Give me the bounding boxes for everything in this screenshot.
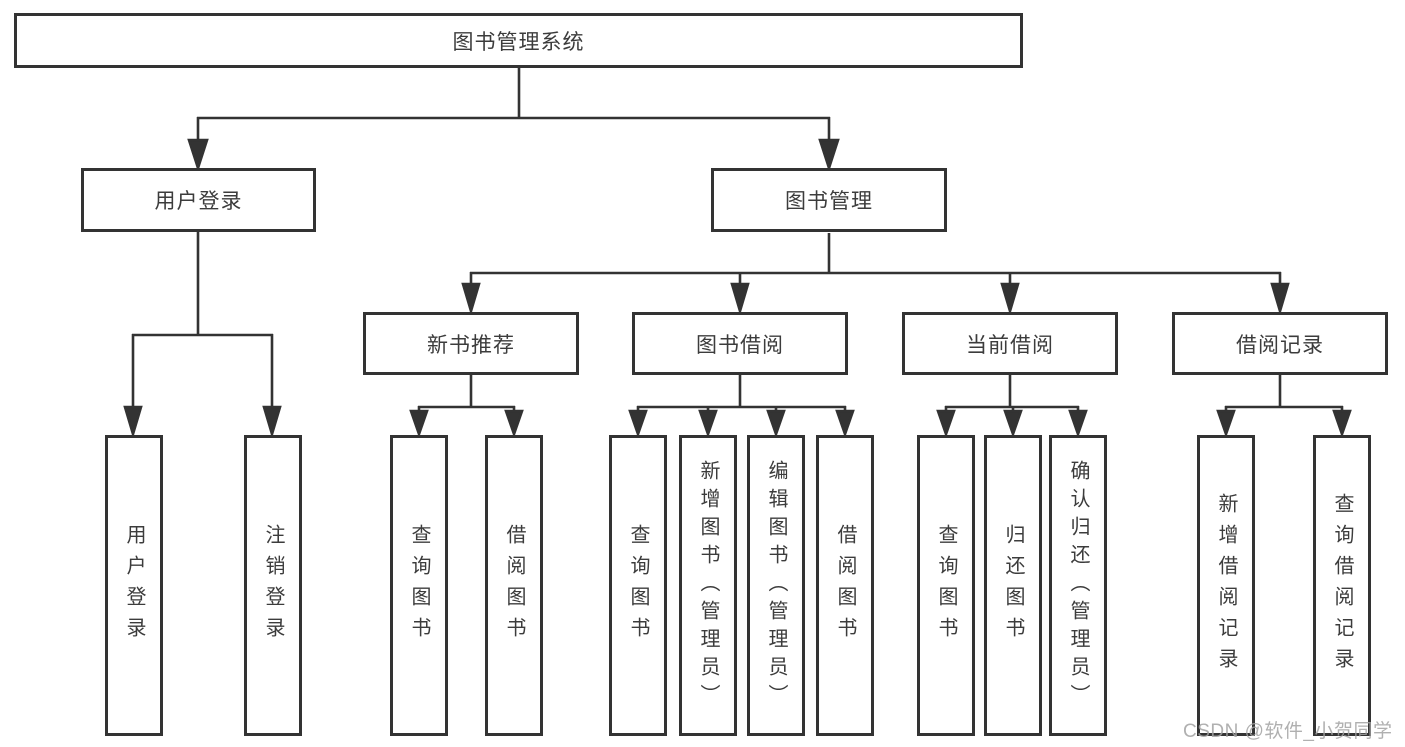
node-label: 注销登录	[262, 523, 284, 648]
node-label: 借阅记录	[1236, 333, 1324, 357]
node-label: 查询借阅记录	[1331, 492, 1353, 679]
node-label: 借阅图书	[503, 523, 525, 648]
leaf-query-books-current: 查询图书	[917, 435, 975, 736]
node-label: 当前借阅	[966, 333, 1054, 357]
arrowhead-down-icon	[818, 138, 840, 173]
leaf-query-books-recommend: 查询图书	[390, 435, 448, 736]
connector-bookmgmt-to-level3	[461, 233, 1290, 316]
leaf-confirm-return-admin: 确认归还（管理员）	[1049, 435, 1107, 736]
node-label: 图书借阅	[696, 333, 784, 357]
node-label: 查询图书	[627, 523, 649, 648]
leaf-user-login: 用户登录	[105, 435, 163, 736]
arrowhead-down-icon	[1068, 409, 1088, 438]
node-label: 用户登录	[154, 190, 243, 213]
arrowhead-down-icon	[262, 405, 282, 439]
leaf-logout: 注销登录	[244, 435, 302, 736]
arrowhead-down-icon	[628, 409, 648, 438]
arrowhead-down-icon	[187, 138, 209, 173]
node-label: 查询图书	[935, 523, 957, 648]
csdn-watermark: CSDN @软件_小贺同学	[1183, 721, 1393, 742]
leaf-return-books: 归还图书	[984, 435, 1042, 736]
leaf-borrow-books-recommend: 借阅图书	[485, 435, 543, 736]
leaf-borrow-books: 借阅图书	[816, 435, 874, 736]
node-label: 图书管理	[785, 190, 873, 213]
leaf-edit-books-admin: 编辑图书（管理员）	[747, 435, 805, 736]
arrowhead-down-icon	[730, 282, 750, 316]
node-user-login: 用户登录	[81, 168, 316, 232]
node-label: 图书管理系统	[452, 30, 585, 54]
arrowhead-down-icon	[1332, 409, 1352, 438]
node-book-borrowing: 图书借阅	[632, 312, 848, 375]
arrowhead-down-icon	[936, 409, 956, 438]
node-label: 确认归还（管理员）	[1067, 459, 1089, 712]
connector-records-to-leaves	[1216, 373, 1352, 438]
arrowhead-down-icon	[1003, 409, 1023, 438]
arrowhead-down-icon	[766, 409, 786, 438]
node-current-borrowing: 当前借阅	[902, 312, 1118, 375]
arrowhead-down-icon	[461, 282, 481, 316]
node-library-system: 图书管理系统	[14, 13, 1023, 68]
node-label: 新书推荐	[427, 333, 515, 357]
node-book-management: 图书管理	[711, 168, 947, 232]
node-label: 新增图书（管理员）	[697, 459, 719, 712]
node-label: 新增借阅记录	[1215, 492, 1237, 679]
node-label: 借阅图书	[834, 523, 856, 648]
connector-bookborrow-to-leaves	[628, 373, 855, 438]
node-label: 用户登录	[123, 523, 145, 648]
node-label: 查询图书	[408, 523, 430, 648]
arrowhead-down-icon	[409, 409, 429, 438]
leaf-query-books-borrowing: 查询图书	[609, 435, 667, 736]
arrowhead-down-icon	[1270, 282, 1290, 316]
connector-root-to-level2	[187, 68, 840, 173]
node-label: 归还图书	[1002, 523, 1024, 648]
connector-userlogin-to-leaves	[123, 232, 282, 439]
arrowhead-down-icon	[698, 409, 718, 438]
leaf-query-borrow-record: 查询借阅记录	[1313, 435, 1371, 736]
arrowhead-down-icon	[1216, 409, 1236, 438]
connector-newbook-to-leaves	[409, 373, 524, 438]
arrowhead-down-icon	[504, 409, 524, 438]
node-label: 编辑图书（管理员）	[765, 459, 787, 712]
connector-currentborrow-to-leaves	[936, 373, 1088, 438]
node-new-book-recommendation: 新书推荐	[363, 312, 579, 375]
node-borrowing-records: 借阅记录	[1172, 312, 1388, 375]
arrowhead-down-icon	[123, 405, 143, 439]
arrowhead-down-icon	[835, 409, 855, 438]
leaf-add-books-admin: 新增图书（管理员）	[679, 435, 737, 736]
arrowhead-down-icon	[1000, 282, 1020, 316]
leaf-add-borrow-record: 新增借阅记录	[1197, 435, 1255, 736]
